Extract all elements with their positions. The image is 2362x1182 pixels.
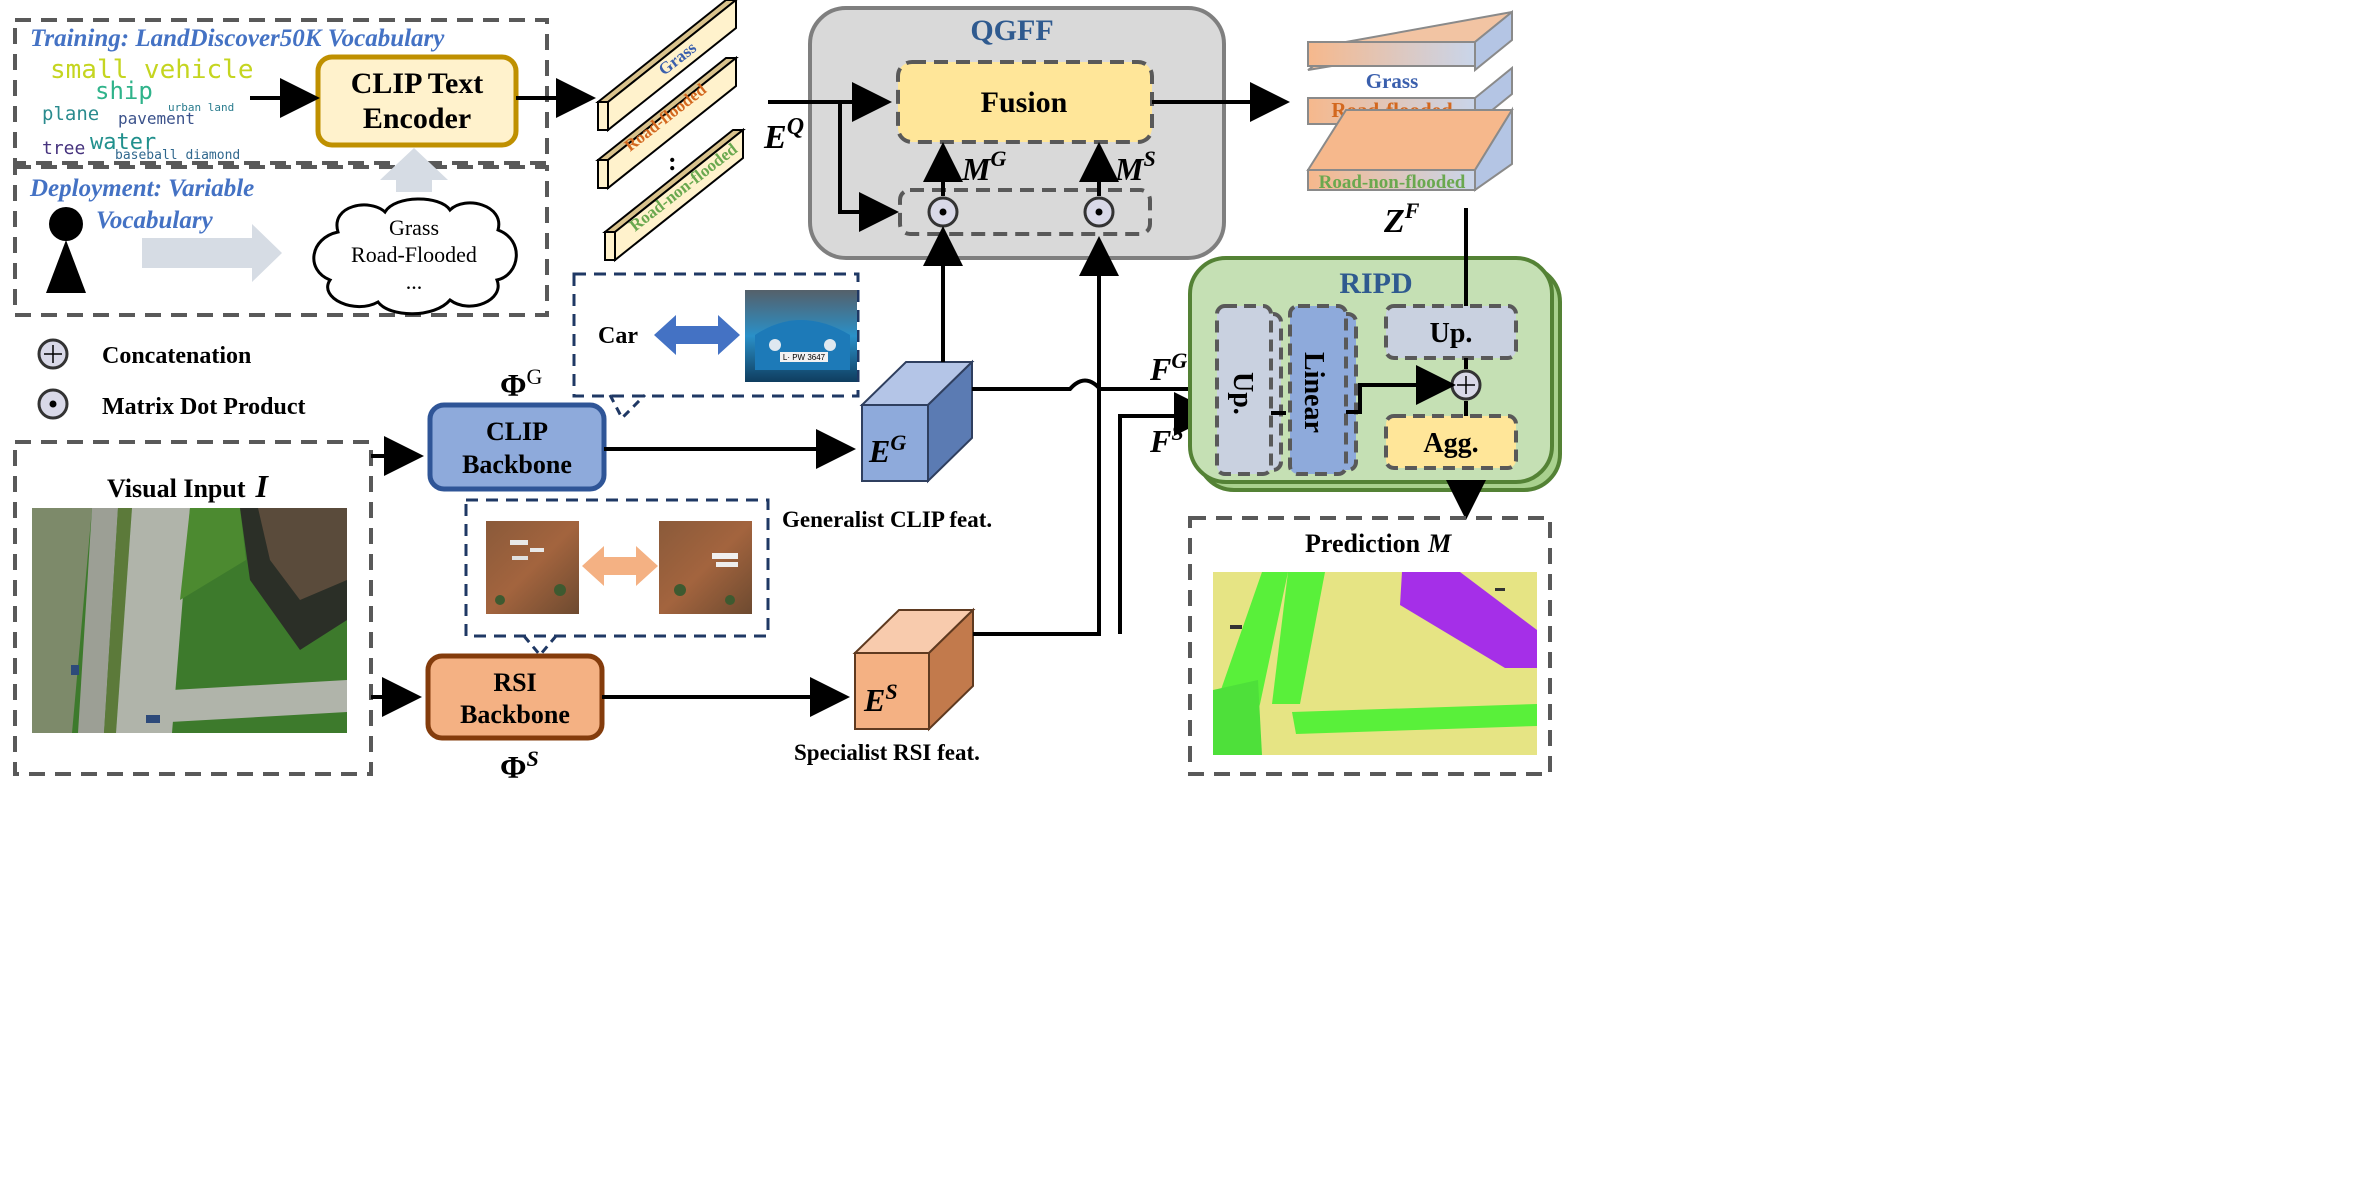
ripd-title: RIPD (1339, 267, 1412, 300)
ripd-concat-icon (1450, 369, 1482, 401)
user-icon (46, 207, 86, 293)
cloud-to-encoder-arrow (380, 148, 448, 192)
eg-symbol: EG (868, 430, 906, 469)
word-tree: tree (42, 138, 85, 159)
fg-symbol: FG (1149, 348, 1187, 387)
car-label: Car (598, 323, 638, 349)
dot-product-icon-g (927, 196, 959, 228)
ripd-up1-label: Up. (1227, 372, 1258, 415)
eq-to-dot-arrow (838, 102, 899, 232)
deployment-label-line2: Vocabulary (96, 207, 214, 234)
ripd-up-block-2 (1384, 304, 1518, 360)
training-label: Training: LandDiscover50K Vocabulary (30, 25, 445, 52)
ripd-up2-label: Up. (1430, 318, 1473, 349)
clip-backbone-line1: CLIP (486, 417, 548, 446)
phi-s-symbol: ΦS (500, 746, 539, 785)
eq-symbol: EQ (763, 114, 804, 156)
ms-symbol: MS (1114, 146, 1156, 187)
satellite-photo-left (486, 521, 579, 614)
mg-symbol: MG (961, 146, 1006, 187)
specialist-caption: Specialist RSI feat. (794, 740, 980, 765)
word-pavement: pavement (118, 109, 195, 128)
zf-label-road-non-flooded: Road-non-flooded (1319, 172, 1466, 193)
es-symbol: ES (863, 679, 898, 718)
cloud-line1: Grass (389, 215, 439, 240)
ripd-linear-label: Linear (1298, 352, 1329, 433)
legend-matrix-dot-product: Matrix Dot Product (102, 394, 306, 420)
es-to-qgff-arrow (973, 236, 1119, 636)
clip-text-encoder-line1: CLIP Text (351, 67, 484, 100)
ripd-agg-label: Agg. (1423, 428, 1478, 459)
vocabulary-wordcloud: small vehicle ship urban land plane pave… (42, 55, 254, 163)
matrix-dot-product-icon (37, 388, 69, 420)
clip-text-encoder-line2: Encoder (363, 102, 471, 135)
car-photo: L· PW 3647 (745, 290, 857, 382)
concatenation-icon (37, 338, 69, 370)
word-baseball-diamond: baseball diamond (115, 148, 240, 163)
legend-concatenation: Concatenation (102, 343, 251, 369)
zf-layer-grass: Grass (1307, 9, 1513, 93)
rsi-backbone-line2: Backbone (460, 700, 570, 729)
car-plate: L· PW 3647 (783, 353, 826, 362)
dot-product-icon-s (1083, 196, 1115, 228)
ripd-module: RIPD Up. Linear Up. Agg. (1188, 256, 1562, 492)
clip-backbone: CLIP Backbone (427, 402, 607, 492)
clip-text-encoder: CLIP Text Encoder (315, 54, 519, 148)
es-feature-cube: ES (852, 607, 976, 732)
vocabulary-cloud (312, 197, 518, 316)
zf-feature-stack: Grass Road-flooded ⋮ Road-non-flooded (1306, 9, 1514, 193)
embedding-ellipsis: : (668, 147, 677, 176)
car-example-panel: Car L· PW 3647 (572, 272, 860, 421)
zf-layer-road-non-flooded: Road-non-flooded (1306, 106, 1514, 193)
eg-to-ripd-arrow (972, 378, 1214, 432)
training-panel: Training: LandDiscover50K Vocabulary sma… (13, 18, 549, 165)
qgff-module: QGFF Fusion MG MS (808, 6, 1226, 260)
phi-g-symbol: ΦG (500, 364, 543, 403)
word-ship: ship (95, 77, 153, 105)
deployment-arrow (142, 224, 282, 282)
fusion-label: Fusion (981, 86, 1068, 119)
deployment-label-line1: Deployment: Variable (29, 175, 254, 202)
cloud-line3: ... (406, 269, 423, 294)
ripd-up-block-1 (1215, 304, 1273, 476)
qgff-title: QGFF (970, 14, 1053, 47)
satellite-example-panel (464, 498, 770, 658)
rsi-backbone-line1: RSI (493, 668, 536, 697)
zf-symbol: ZF (1383, 198, 1420, 240)
cloud-line2: Road-Flooded (351, 242, 477, 267)
word-small-vehicle: small vehicle (50, 55, 254, 85)
legend: Concatenation Matrix Dot Product (37, 338, 306, 420)
word-water: water (90, 130, 156, 155)
segmentation-map (1213, 572, 1537, 755)
es-to-ripd-arrow (1118, 396, 1214, 634)
generalist-caption: Generalist CLIP feat. (782, 507, 992, 532)
satellite-double-arrow (582, 546, 658, 586)
ripd-linear-block (1288, 304, 1348, 476)
clip-backbone-line2: Backbone (462, 450, 572, 479)
fs-symbol: FS (1149, 420, 1184, 459)
word-plane: plane (42, 103, 99, 125)
satellite-photo-right (659, 521, 752, 614)
text-embedding-bars: Grass Road-flooded : Road-non-flooded (595, 0, 746, 263)
zf-label-grass: Grass (1366, 69, 1419, 93)
ripd-agg-block (1384, 414, 1518, 470)
deployment-panel: Deployment: Variable Vocabulary Grass Ro… (13, 165, 549, 317)
eg-feature-cube: EG (859, 359, 975, 484)
aerial-image (32, 508, 347, 733)
car-double-arrow (654, 315, 740, 355)
word-urban-land: urban land (168, 101, 234, 114)
rsi-backbone: RSI Backbone (425, 653, 605, 741)
dot-product-group (898, 188, 1152, 236)
